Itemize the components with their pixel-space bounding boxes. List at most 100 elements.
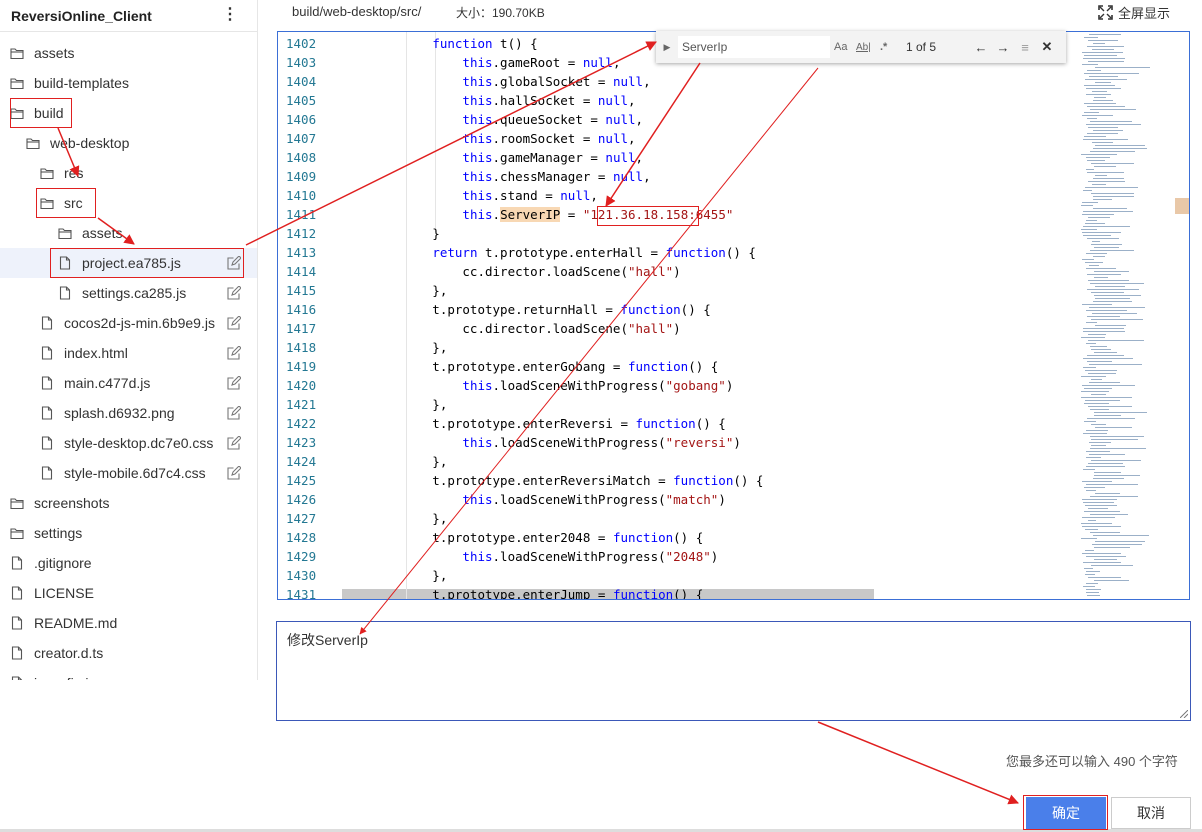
tree-item[interactable]: style-desktop.dc7e0.css [0,428,257,458]
code-line[interactable]: this.hallSocket = null, [342,93,635,108]
edit-icon[interactable] [227,405,242,420]
tree-item-label: cocos2d-js-min.6b9e9.js [64,315,215,331]
code-line[interactable]: return t.prototype.enterHall = function(… [342,245,756,260]
code-line[interactable]: this.loadSceneWithProgress("match") [342,492,725,507]
tree-item[interactable]: .gitignore [0,548,257,578]
tree-item[interactable]: screenshots [0,488,257,518]
find-query: ServerIp [682,40,728,54]
match-case-toggle[interactable]: Aa [834,41,848,53]
code-line[interactable]: this.loadSceneWithProgress("reversi") [342,435,740,450]
code-line[interactable]: t.prototype.enterGobang = function() { [342,359,718,374]
minimap-line [1091,379,1103,380]
tree-item[interactable]: settings [0,518,257,548]
code-token: cc.director.loadScene( [342,321,628,336]
edit-icon[interactable] [227,435,242,450]
code-line[interactable]: t.prototype.enterReversi = function() { [342,416,726,431]
find-in-selection-icon[interactable]: ≡ [1021,39,1029,55]
tree-item[interactable]: jsconfig.json [0,668,257,680]
arrow-up-icon[interactable]: ← [974,39,988,55]
code-line[interactable]: } [342,226,440,241]
code-line[interactable]: this.chessManager = null, [342,169,650,184]
confirm-button[interactable]: 确定 [1026,797,1106,829]
code-area[interactable]: function t() { this.gameRoot = null, thi… [342,32,1079,599]
code-line[interactable]: t.prototype.enterReversiMatch = function… [342,473,763,488]
code-line[interactable]: }, [342,568,447,583]
code-line[interactable]: this.loadSceneWithProgress("gobang") [342,378,733,393]
tree-item-label: src [64,195,83,211]
minimap-line [1093,475,1140,476]
edit-icon[interactable] [227,375,242,390]
close-icon[interactable]: ✕ [1041,39,1053,54]
edit-icon[interactable] [227,465,242,480]
tree-item[interactable]: project.ea785.js [0,248,257,278]
arrow-down-icon[interactable]: → [996,39,1010,55]
tree-item[interactable]: splash.d6932.png [0,398,257,428]
fullscreen-button[interactable]: 全屏显示 [1098,3,1170,22]
code-line[interactable]: this.gameRoot = null, [342,55,620,70]
code-line[interactable]: this.queueSocket = null, [342,112,643,127]
tree-item[interactable]: web-desktop [0,128,257,158]
code-line[interactable]: t.prototype.enter2048 = function() { [342,530,703,545]
tree-item[interactable]: assets [0,38,257,68]
code-line[interactable]: }, [342,340,447,355]
code-line[interactable]: t.prototype.returnHall = function() { [342,302,710,317]
edit-icon[interactable] [227,345,242,360]
minimap-line [1082,235,1111,236]
code-line[interactable]: }, [342,511,447,526]
tree-item[interactable]: main.c477d.js [0,368,257,398]
tree-item[interactable]: build-templates [0,68,257,98]
code-line[interactable]: this.ServerIP = "121.36.18.158:6455" [342,207,733,222]
tree-item[interactable]: build [0,98,257,128]
minimap-line [1091,460,1141,461]
tree-item[interactable]: creator.d.ts [0,638,257,668]
tree-item[interactable]: LICENSE [0,578,257,608]
code-token: "121.36.18.158:6455" [582,207,734,222]
tree-item-label: index.html [64,345,128,361]
tree-item[interactable]: src [0,188,257,218]
minimap-line [1091,244,1122,245]
code-line[interactable]: }, [342,283,447,298]
edit-icon[interactable] [227,315,242,330]
code-token: this [462,131,493,146]
tree-item[interactable]: README.md [0,608,257,638]
code-line[interactable]: this.loadSceneWithProgress("2048") [342,549,718,564]
minimap-line [1084,85,1115,86]
tree-item[interactable]: assets [0,218,257,248]
edit-icon[interactable] [227,285,242,300]
folder-icon [10,496,24,510]
minimap[interactable] [1079,32,1175,599]
find-input[interactable]: ServerIp Aa Ab| .* [678,36,887,58]
minimap-line [1087,70,1102,71]
code-token: this [462,207,493,222]
resize-handle-icon[interactable] [1180,710,1188,718]
code-line[interactable]: t.prototype.enterJump = function() { [342,587,703,599]
toggle-replace-icon[interactable]: ▶ [663,41,671,52]
minimap-line [1082,115,1113,116]
code-line[interactable]: this.roomSocket = null, [342,131,635,146]
code-line[interactable]: function t() { [342,36,537,51]
minimap-line [1086,157,1111,158]
cancel-button[interactable]: 取消 [1111,797,1191,829]
tree-item[interactable]: cocos2d-js-min.6b9e9.js [0,308,257,338]
tree-item[interactable]: settings.ca285.js [0,278,257,308]
code-token: .stand = [492,188,561,203]
code-line[interactable]: cc.director.loadScene("hall") [342,264,680,279]
code-line[interactable]: this.gameManager = null, [342,150,643,165]
commit-message-input[interactable]: 修改ServerIp [276,621,1191,721]
edit-icon[interactable] [227,255,242,270]
code-line[interactable]: this.globalSocket = null, [342,74,650,89]
whole-word-toggle[interactable]: Ab| [856,41,871,53]
code-token: function [612,530,674,545]
minimap-line [1081,229,1098,230]
more-vertical-icon[interactable]: ⋮ [222,6,238,23]
code-line[interactable]: cc.director.loadScene("hall") [342,321,680,336]
tree-item[interactable]: res [0,158,257,188]
regex-toggle[interactable]: .* [880,41,888,53]
code-line[interactable]: }, [342,397,447,412]
code-line[interactable]: }, [342,454,447,469]
tree-item[interactable]: index.html [0,338,257,368]
code-line[interactable]: this.stand = null, [342,188,597,203]
code-token: }, [342,340,448,355]
tree-item[interactable]: style-mobile.6d7c4.css [0,458,257,488]
